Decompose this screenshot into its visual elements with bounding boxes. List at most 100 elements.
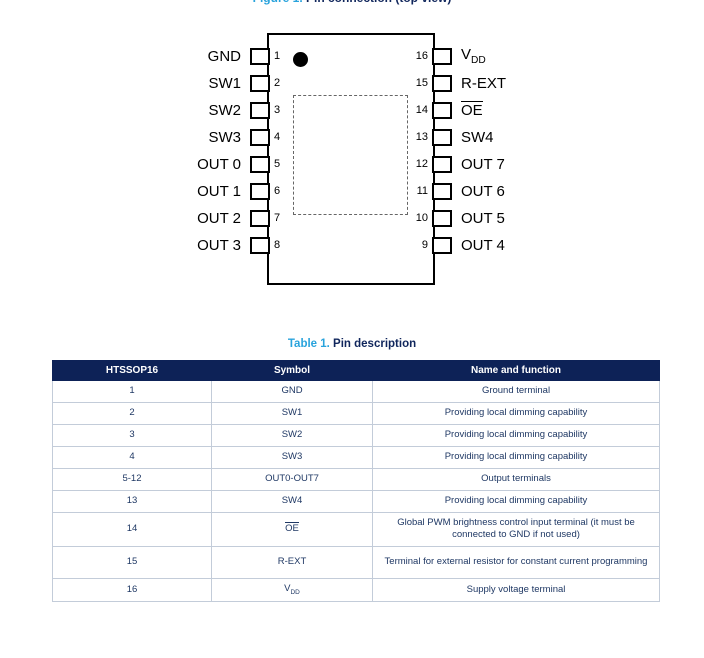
pin-number-5: 5 (274, 158, 281, 170)
cell-pin: 16 (52, 577, 212, 602)
pin-label-8: OUT 3 (197, 237, 241, 254)
pin-pad-5 (250, 156, 270, 173)
cell-function: Supply voltage terminal (372, 577, 660, 602)
pin-6: OUT 1 (120, 183, 270, 200)
pin-label-15: R-EXT (461, 75, 506, 92)
table-caption-title: Pin description (333, 338, 417, 350)
pin-number-1: 1 (274, 50, 281, 62)
cell-function: Providing local dimming capability (372, 490, 660, 513)
pin-label-11: OUT 6 (461, 183, 505, 200)
pin-pad-3 (250, 102, 270, 119)
pin-pad-1 (250, 48, 270, 65)
pin-pad-15 (432, 75, 452, 92)
pin-number-16: 16 (415, 50, 428, 62)
pin-pad-11 (432, 183, 452, 200)
pin-label-4: SW3 (208, 129, 241, 146)
pin-label-14: OE (461, 101, 483, 119)
pin-number-7: 7 (274, 212, 281, 224)
pin-pad-13 (432, 129, 452, 146)
table-caption-label: Table 1. (287, 338, 330, 350)
pin-label-13: SW4 (461, 129, 494, 146)
pin-pad-9 (432, 237, 452, 254)
pin-number-9: 9 (421, 239, 428, 251)
pin-4: SW3 (120, 129, 270, 146)
column-header-symbol: Symbol (211, 360, 373, 381)
pin-label-6: OUT 1 (197, 183, 241, 200)
pin-label-1: GND (207, 48, 241, 65)
pin-9: OUT 4 (432, 237, 592, 254)
pin-number-2: 2 (274, 77, 281, 89)
cell-function: Output terminals (372, 468, 660, 491)
pin-number-3: 3 (274, 104, 281, 116)
pin-number-11: 11 (416, 185, 428, 197)
cell-symbol: SW2 (211, 424, 373, 447)
pin-pad-8 (250, 237, 270, 254)
cell-pin: 1 (52, 380, 212, 403)
pin-10: OUT 5 (432, 210, 592, 227)
column-header-function: Name and function (372, 360, 660, 381)
table-header-row: HTSSOP16 Symbol Name and function (52, 360, 660, 381)
cell-symbol: SW3 (211, 446, 373, 469)
pin-label-3: SW2 (208, 102, 241, 119)
pin-number-12: 12 (415, 158, 428, 170)
pin-pad-4 (250, 129, 270, 146)
cell-pin: 2 (52, 402, 212, 425)
cell-symbol: VDD (211, 577, 373, 602)
cell-symbol: R-EXT (211, 545, 373, 579)
pin-pad-14 (432, 102, 452, 119)
pin-11: OUT 6 (432, 183, 592, 200)
pin-label-10: OUT 5 (461, 210, 505, 227)
figure-caption-title: Pin connection (top view) (306, 0, 451, 5)
cell-pin: 13 (52, 490, 212, 513)
cell-function: Ground terminal (372, 380, 660, 403)
figure-caption-label: Figure 1. (253, 0, 303, 5)
pin-12: OUT 7 (432, 156, 592, 173)
figure-caption: Figure 1. Pin connection (top view) (0, 0, 704, 5)
cell-function: Global PWM brightness control input term… (372, 512, 660, 547)
pin-pad-12 (432, 156, 452, 173)
pin-number-14: 14 (415, 104, 428, 116)
pin-number-13: 13 (415, 131, 428, 143)
pin-number-4: 4 (274, 131, 281, 143)
cell-symbol: OE (211, 512, 373, 547)
pin-3: SW2 (120, 102, 270, 119)
column-header-pin: HTSSOP16 (52, 360, 212, 381)
pin-pad-7 (250, 210, 270, 227)
pin-16: VDD (432, 45, 592, 66)
cell-pin: 14 (52, 512, 212, 547)
cell-function: Providing local dimming capability (372, 424, 660, 447)
cell-pin: 5-12 (52, 468, 212, 491)
cell-symbol: SW4 (211, 490, 373, 513)
pin-number-10: 10 (415, 212, 428, 224)
pin1-marker-dot (293, 52, 308, 67)
cell-pin: 3 (52, 424, 212, 447)
pin-13: SW4 (432, 129, 592, 146)
pin-8: OUT 3 (120, 237, 270, 254)
pin-1: GND (120, 48, 270, 65)
pin-number-6: 6 (274, 185, 281, 197)
pin-label-9: OUT 4 (461, 237, 505, 254)
pin-label-16: VDD (461, 45, 486, 66)
pin-2: SW1 (120, 75, 270, 92)
cell-function: Providing local dimming capability (372, 446, 660, 469)
thermal-pad-outline (293, 95, 408, 215)
pin-5: OUT 0 (120, 156, 270, 173)
pin-pad-10 (432, 210, 452, 227)
table-caption: Table 1. Pin description (0, 338, 704, 350)
pin-pad-2 (250, 75, 270, 92)
cell-pin: 15 (52, 545, 212, 579)
cell-function: Terminal for external resistor for const… (372, 545, 660, 579)
cell-function: Providing local dimming capability (372, 402, 660, 425)
pin-label-2: SW1 (208, 75, 241, 92)
pin-15: R-EXT (432, 75, 592, 92)
pin-14: OE (432, 101, 592, 119)
